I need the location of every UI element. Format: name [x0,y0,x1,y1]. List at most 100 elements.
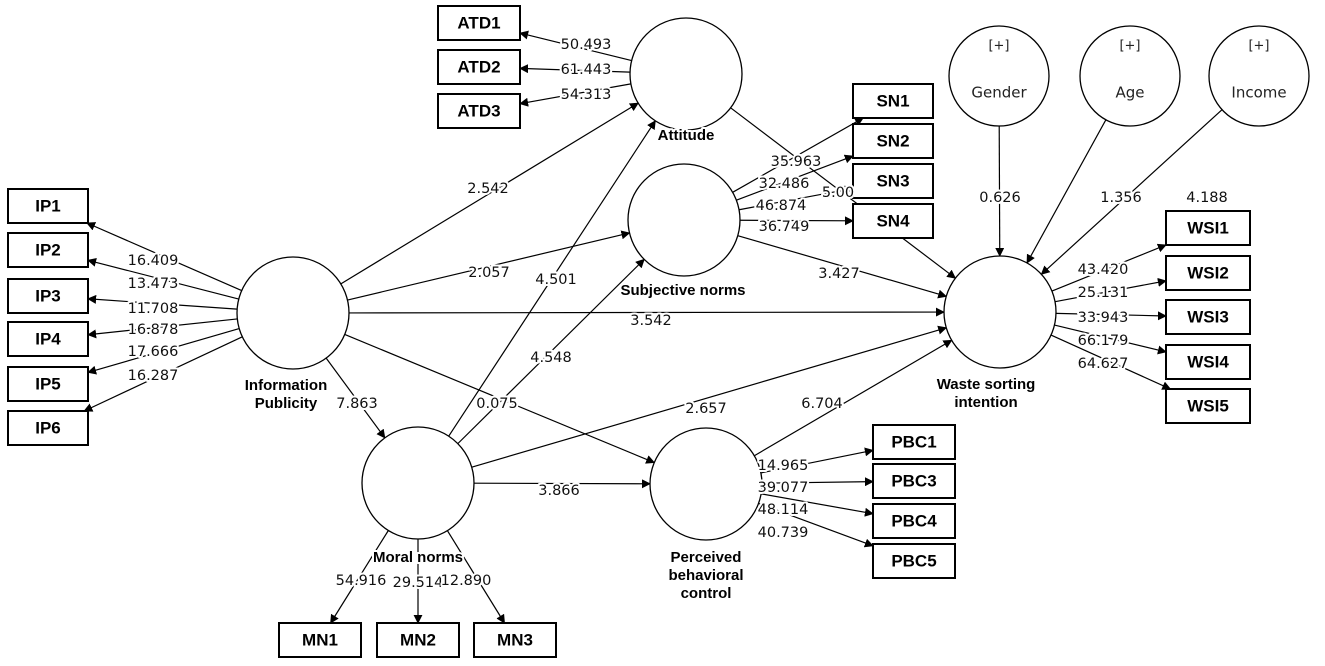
path-coefficient-information-publicity-to-attitude: 2.542 [467,181,509,197]
loading-arrow-atd2 [519,64,631,74]
indicator-box [437,93,521,129]
indicator-label: PBC3 [891,471,936,490]
control-circle [1208,25,1310,127]
loading-value-wsi1: 43.420 [1078,262,1129,278]
indicator-box [852,203,934,239]
indicator-mn2: MN2 [376,622,460,658]
label-layer: 50.49361.44354.31335.96332.48646.87436.7… [126,35,1230,604]
indicator-mn3: MN3 [473,622,557,658]
path-arrow-moral-norms-to-subjective-norms [457,258,645,445]
indicator-label: WSI2 [1187,263,1229,282]
indicator-label: MN1 [302,630,338,649]
loading-value-wsi4: 66.179 [1078,333,1129,349]
indicator-box [1165,255,1251,291]
construct-information-publicity [236,256,350,370]
loading-arrow-wsi1 [1051,243,1167,292]
loading-value-sn4: 36.749 [759,219,810,235]
loading-arrow-pbc5 [758,502,874,548]
path-coefficient-perceived-behavioral-control-to-waste-sorting-intention: 6.704 [801,396,843,412]
path-coefficient-moral-norms-to-perceived-behavioral-control: 3.866 [538,483,580,499]
control-gender: [+] Gender [948,25,1050,127]
expand-marker: [+] [988,39,1009,54]
loading-value-ip4: 16.878 [128,322,179,338]
loading-value-wsi2: 25.131 [1078,285,1129,301]
indicator-atd2: ATD2 [437,49,521,85]
indicator-box [437,5,521,41]
indicator-box [1165,210,1251,246]
node-layer: ATD1ATD2ATD3SN1SN2SN3SN4IP1IP2IP3IP4IP5I… [7,5,1310,658]
loading-arrow-sn4 [739,216,854,226]
loading-arrow-sn3 [738,185,854,211]
indicator-label: ATD3 [457,101,500,120]
indicator-label: IP1 [35,196,61,215]
loading-arrow-ip3 [87,294,238,310]
path-arrow-moral-norms-to-perceived-behavioral-control [473,479,651,489]
indicator-label: IP3 [35,286,61,305]
path-arrow-age-to-waste-sorting-intention [1026,119,1107,264]
loading-arrow-ip2 [87,257,239,300]
construct-subjective-norms [627,163,741,277]
loading-arrow-wsi4 [1054,324,1167,355]
construct-waste-sorting-intention [943,255,1057,369]
loading-value-ip1: 16.409 [128,253,179,269]
indicator-box [1165,299,1251,335]
loading-value-pbc4: 48.114 [758,502,809,518]
loading-value-mn2: 29.514 [393,575,444,591]
indicator-label: SN1 [876,91,909,110]
construct-moral-norms [361,426,475,540]
indicator-box [1165,388,1251,424]
indicator-label: ATD1 [457,13,500,32]
indicator-pbc3: PBC3 [872,463,956,499]
indicator-label: MN3 [497,630,533,649]
construct-circle [627,163,741,277]
path-coefficient-income-to-waste-sorting-intention: 4.188 [1186,190,1228,206]
control-label: Gender [971,84,1027,102]
loading-arrow-atd3 [519,83,631,107]
construct-label-moral-norms: Moral norms [373,549,463,566]
indicator-atd3: ATD3 [437,93,521,129]
loading-arrow-wsi5 [1050,334,1172,390]
indicator-label: IP5 [35,374,61,393]
loading-arrow-atd1 [519,30,632,62]
path-coefficient-moral-norms-to-attitude: 4.501 [535,272,577,288]
expand-marker: [+] [1248,39,1269,54]
indicator-ip4: IP4 [7,321,89,357]
path-arrow-income-to-waste-sorting-intention [1040,109,1223,275]
indicator-box [872,424,956,460]
path-coefficient-attitude-to-waste-sorting-intention: 5.00 [822,185,854,201]
loading-arrow-ip5 [87,328,240,375]
loading-arrow-wsi3 [1055,311,1167,321]
path-coefficient-gender-to-waste-sorting-intention: 0.626 [979,190,1021,206]
indicator-label: WSI3 [1187,307,1229,326]
indicator-wsi2: WSI2 [1165,255,1251,291]
path-arrow-moral-norms-to-waste-sorting-intention [471,325,948,468]
indicator-pbc1: PBC1 [872,424,956,460]
path-coefficient-information-publicity-to-moral-norms: 7.863 [336,396,378,412]
indicator-box [7,188,89,224]
construct-circle [629,17,743,131]
indicator-label: SN4 [876,211,910,230]
indicator-sn3: SN3 [852,163,934,199]
indicator-pbc5: PBC5 [872,543,956,579]
indicator-ip5: IP5 [7,366,89,402]
loading-arrow-mn1 [330,530,389,624]
construct-circle [361,426,475,540]
loading-value-sn2: 32.486 [759,176,810,192]
loading-arrow-ip1 [86,222,242,292]
indicator-label: ATD2 [457,57,500,76]
indicator-wsi4: WSI4 [1165,344,1251,380]
indicator-sn1: SN1 [852,83,934,119]
loading-value-wsi5: 64.627 [1078,356,1129,372]
indicator-ip1: IP1 [7,188,89,224]
path-arrow-information-publicity-to-perceived-behavioral-control [344,333,656,464]
indicator-sn2: SN2 [852,123,934,159]
indicator-box [437,49,521,85]
path-arrow-subjective-norms-to-waste-sorting-intention [737,235,948,299]
indicator-wsi1: WSI1 [1165,210,1251,246]
loading-arrow-wsi2 [1054,277,1167,303]
indicator-box [872,463,956,499]
control-label: Income [1231,84,1286,102]
